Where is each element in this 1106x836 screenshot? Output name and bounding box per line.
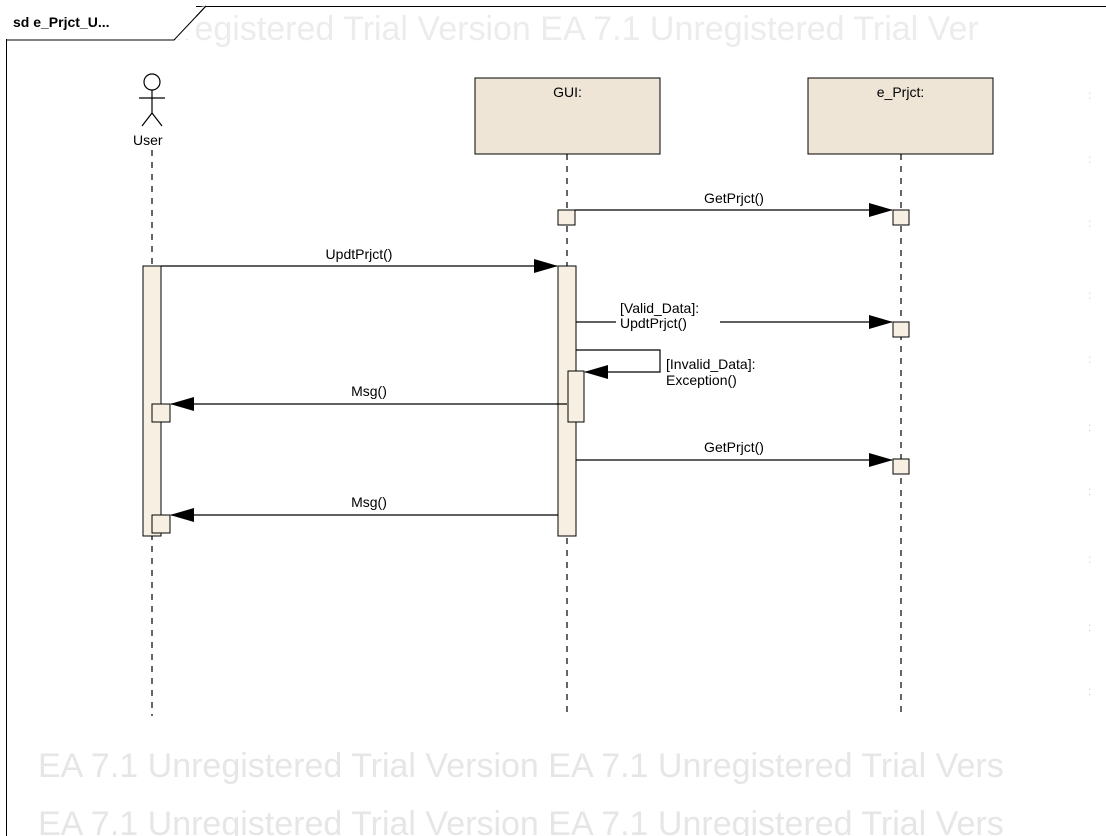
- message-label-getprjct-1: GetPrjct(): [704, 190, 764, 206]
- gui-self-activation: [567, 370, 585, 423]
- watermark-edge-mark: :: [1088, 88, 1092, 102]
- watermark-edge-mark: :: [1088, 216, 1092, 230]
- message-arrow-self-exception: [576, 349, 661, 379]
- user-activation-small-2: [151, 514, 171, 534]
- user-actor-icon: [139, 73, 165, 127]
- user-label: User: [133, 132, 163, 148]
- watermark-edge-mark: :: [1088, 552, 1092, 566]
- watermark-edge-mark: :: [1088, 152, 1092, 166]
- message-label-msg-2: Msg(): [351, 494, 387, 510]
- eprjct-activation-1: [892, 209, 910, 226]
- watermark-edge-mark: :: [1088, 684, 1092, 698]
- user-activation-small-1: [151, 403, 171, 423]
- watermark-edge-mark: :: [1088, 484, 1092, 498]
- watermark-edge-mark: :: [1088, 420, 1092, 434]
- diagram-frame: [6, 6, 1106, 836]
- message-label-getprjct-2: GetPrjct(): [704, 439, 764, 455]
- eprjct-activation-3: [892, 458, 910, 475]
- watermark-line-2: EA 7.1 Unregistered Trial Version EA 7.1…: [38, 805, 1004, 836]
- watermark-line-1: EA 7.1 Unregistered Trial Version EA 7.1…: [38, 747, 1004, 785]
- gui-label: GUI:: [553, 84, 582, 100]
- frame-title: sd e_Prjct_U...: [13, 14, 110, 30]
- watermark-edge-mark: :: [1088, 352, 1092, 366]
- message-guard-invalid-data: [Invalid_Data]:: [666, 356, 756, 372]
- message-label-updtprjct: UpdtPrjct(): [325, 246, 393, 262]
- message-label-exception: Exception(): [666, 372, 737, 388]
- message-label-msg-1: Msg(): [351, 383, 387, 399]
- watermark-edge-mark: :: [1088, 288, 1092, 302]
- eprjct-label: e_Prjct:: [876, 84, 925, 100]
- message-label-valid-updtprjct: UpdtPrjct(): [620, 315, 687, 331]
- eprjct-activation-2: [892, 321, 910, 338]
- watermark-edge-mark: :: [1088, 620, 1092, 634]
- gui-activation-small: [557, 209, 576, 226]
- message-guard-valid-data: [Valid_Data]:: [620, 300, 700, 316]
- user-activation: [142, 265, 162, 537]
